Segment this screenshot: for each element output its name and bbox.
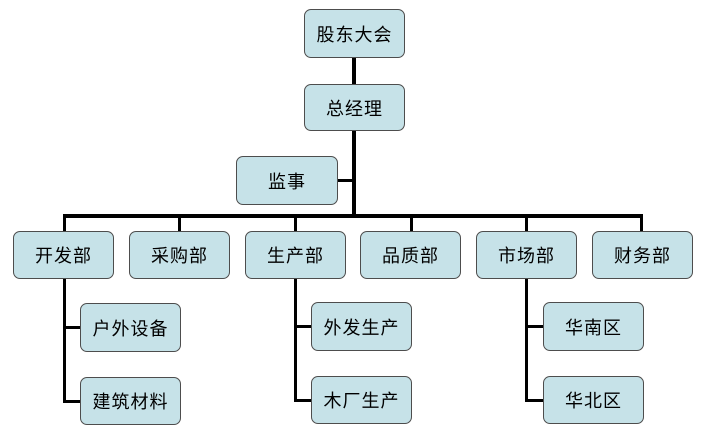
connector-development-drop bbox=[63, 214, 66, 232]
node-outdoor-equipment: 户外设备 bbox=[80, 303, 181, 352]
connector-quality-drop bbox=[410, 214, 413, 232]
connector-department-bus bbox=[63, 214, 643, 218]
connector-manager-to-bus bbox=[352, 129, 356, 217]
connector-production-drop bbox=[294, 214, 297, 232]
connector-wood-factory-production bbox=[294, 399, 312, 402]
node-outsourced-production: 外发生产 bbox=[311, 302, 412, 351]
node-marketing-dept: 市场部 bbox=[476, 231, 577, 279]
node-building-materials: 建筑材料 bbox=[80, 377, 181, 425]
connector-north-china bbox=[525, 399, 543, 402]
connector-marketing-drop bbox=[525, 214, 528, 232]
connector-development-branch bbox=[63, 278, 66, 403]
node-shareholders-meeting: 股东大会 bbox=[304, 9, 405, 58]
connector-purchasing-drop bbox=[178, 214, 181, 232]
connector-marketing-branch bbox=[525, 278, 528, 402]
connector-outdoor-equipment bbox=[63, 326, 82, 329]
node-general-manager: 总经理 bbox=[304, 84, 405, 131]
connector-finance-drop bbox=[640, 214, 643, 232]
connector-outsourced-production bbox=[294, 325, 312, 328]
connector-shareholders-to-manager bbox=[352, 57, 356, 86]
node-finance-dept: 财务部 bbox=[592, 231, 693, 279]
connector-building-materials bbox=[63, 400, 82, 403]
node-wood-factory-production: 木厂生产 bbox=[311, 376, 412, 424]
node-supervisor: 监事 bbox=[236, 156, 338, 205]
connector-production-branch bbox=[294, 278, 297, 402]
node-purchasing-dept: 采购部 bbox=[129, 231, 230, 279]
node-south-china: 华南区 bbox=[543, 302, 644, 351]
node-production-dept: 生产部 bbox=[245, 231, 346, 279]
connector-south-china bbox=[525, 325, 543, 328]
node-quality-dept: 品质部 bbox=[360, 231, 461, 279]
node-north-china: 华北区 bbox=[543, 376, 644, 424]
connector-supervisor bbox=[337, 179, 354, 182]
node-development-dept: 开发部 bbox=[13, 231, 114, 279]
